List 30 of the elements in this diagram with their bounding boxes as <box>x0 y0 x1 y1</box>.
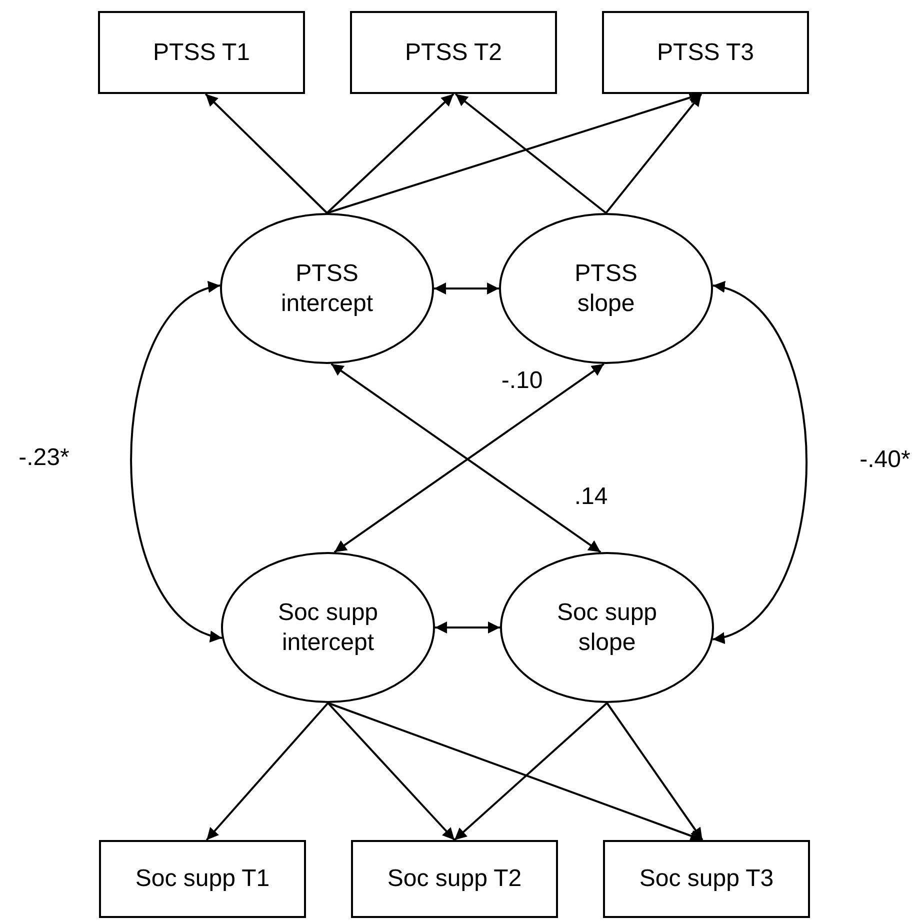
variable-label: PTSS T1 <box>153 38 250 68</box>
arrow <box>326 92 702 214</box>
arrow <box>204 93 328 214</box>
observed-variable-box <box>603 840 810 918</box>
observed-variable-box <box>602 11 809 94</box>
arrow <box>454 702 608 841</box>
arrow <box>606 702 704 841</box>
variable-label: Soc supp T3 <box>639 864 774 894</box>
variable-label: Soc supp T2 <box>387 864 522 894</box>
arrow <box>326 93 454 214</box>
arrow <box>605 93 702 214</box>
arrow <box>328 702 703 842</box>
variable-label: PTSS T2 <box>405 38 502 68</box>
observed-variable-box <box>99 840 306 918</box>
arrow <box>434 282 499 294</box>
observed-variable-box <box>351 840 558 918</box>
observed-variable-box <box>98 11 305 94</box>
arrow <box>454 93 607 214</box>
arrow <box>206 702 329 841</box>
curved-arrow <box>130 284 222 640</box>
variable-label: Soc supp intercept <box>276 598 380 658</box>
arrow <box>435 622 500 634</box>
variable-label: Soc supp T1 <box>135 864 270 894</box>
variable-label: PTSS intercept <box>280 258 374 318</box>
observed-variable-box <box>350 11 557 94</box>
variable-label: PTSS slope <box>574 258 638 318</box>
arrow <box>327 702 456 841</box>
variable-label: Soc supp slope <box>556 598 658 658</box>
variable-label: PTSS T3 <box>657 38 754 68</box>
curved-arrow <box>712 284 808 642</box>
